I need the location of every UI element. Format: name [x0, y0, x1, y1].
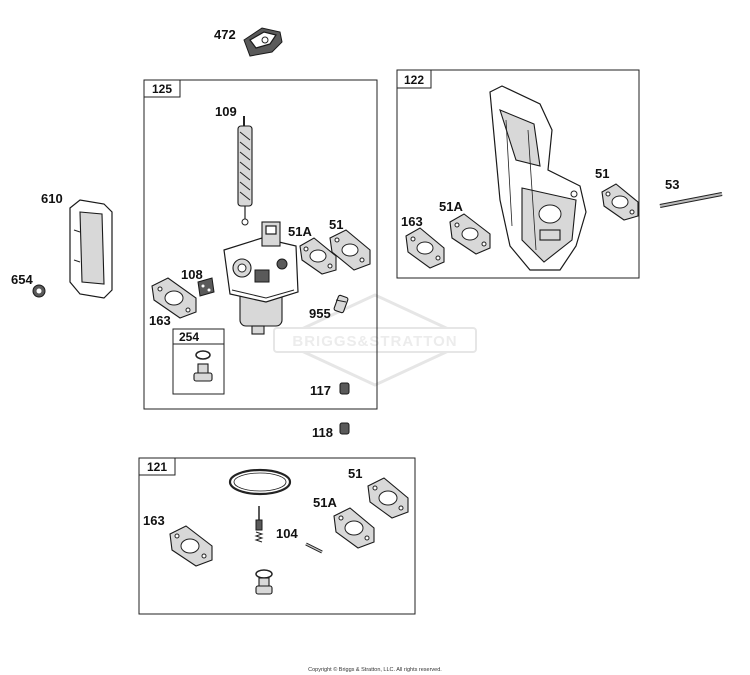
callout-109[interactable]: 109 — [215, 104, 237, 119]
group-254-tag — [172, 328, 225, 345]
callout-51a-a[interactable]: 51A — [288, 224, 312, 239]
group-125-frame — [143, 79, 378, 410]
group-125-label[interactable]: 125 — [152, 82, 172, 96]
part-610-shape[interactable] — [69, 199, 113, 299]
part-121-oring-shape[interactable] — [228, 468, 292, 496]
callout-53[interactable]: 53 — [665, 177, 679, 192]
group-254-label[interactable]: 254 — [179, 330, 199, 344]
part-122-bracket-shape[interactable] — [489, 85, 587, 271]
callout-118[interactable]: 118 — [312, 425, 333, 440]
part-51-gasket-c[interactable] — [367, 477, 409, 519]
group-122-tag — [396, 69, 432, 89]
callout-108[interactable]: 108 — [181, 267, 203, 282]
part-104-shape[interactable] — [305, 542, 323, 554]
callout-610[interactable]: 610 — [41, 191, 63, 206]
callout-472[interactable]: 472 — [214, 27, 236, 42]
group-122-frame — [396, 69, 640, 279]
part-109-shape[interactable] — [237, 116, 253, 226]
part-51-gasket-b[interactable] — [601, 183, 639, 221]
callout-104[interactable]: 104 — [276, 526, 298, 541]
callout-163-c[interactable]: 163 — [143, 513, 165, 528]
group-122-label[interactable]: 122 — [404, 73, 424, 87]
callout-51a-c[interactable]: 51A — [313, 495, 337, 510]
part-472-shape[interactable] — [243, 27, 283, 57]
part-51a-gasket-b[interactable] — [449, 213, 491, 255]
group-125-tag — [143, 79, 181, 98]
part-163-gasket-b[interactable] — [405, 227, 445, 269]
part-51-gasket-a[interactable] — [329, 229, 371, 271]
part-51a-gasket-c[interactable] — [333, 507, 375, 549]
brand-watermark: BRIGGS&STRATTON — [273, 293, 477, 387]
part-163-gasket-a[interactable] — [151, 277, 197, 319]
callout-51-a[interactable]: 51 — [329, 217, 343, 232]
group-121-frame — [138, 457, 416, 615]
group-121-label[interactable]: 121 — [147, 460, 167, 474]
part-53-shape[interactable] — [659, 192, 723, 208]
copyright-text: Copyright © Briggs & Stratton, LLC. All … — [308, 666, 442, 673]
callout-117[interactable]: 117 — [310, 383, 331, 398]
part-51a-gasket-a[interactable] — [299, 237, 337, 275]
part-117-shape[interactable] — [339, 382, 350, 395]
part-955-shape[interactable] — [333, 294, 349, 314]
callout-654[interactable]: 654 — [11, 272, 33, 287]
callout-163-a[interactable]: 163 — [149, 313, 171, 328]
watermark-text: BRIGGS&STRATTON — [292, 333, 457, 350]
callout-51a-b[interactable]: 51A — [439, 199, 463, 214]
group-121-tag — [138, 457, 176, 476]
carburetor-shape[interactable] — [223, 221, 299, 335]
part-121-bolt-shape[interactable] — [255, 569, 273, 595]
callout-163-b[interactable]: 163 — [401, 214, 423, 229]
part-118-shape[interactable] — [339, 422, 350, 435]
part-108-shape[interactable] — [197, 277, 215, 297]
part-121-needle-shape[interactable] — [254, 506, 264, 543]
callout-51-c[interactable]: 51 — [348, 466, 362, 481]
callout-955[interactable]: 955 — [309, 306, 331, 321]
part-654-shape[interactable] — [32, 284, 46, 298]
callout-51-b[interactable]: 51 — [595, 166, 609, 181]
part-163-gasket-c[interactable] — [169, 525, 213, 567]
part-254-shape[interactable] — [193, 350, 213, 382]
